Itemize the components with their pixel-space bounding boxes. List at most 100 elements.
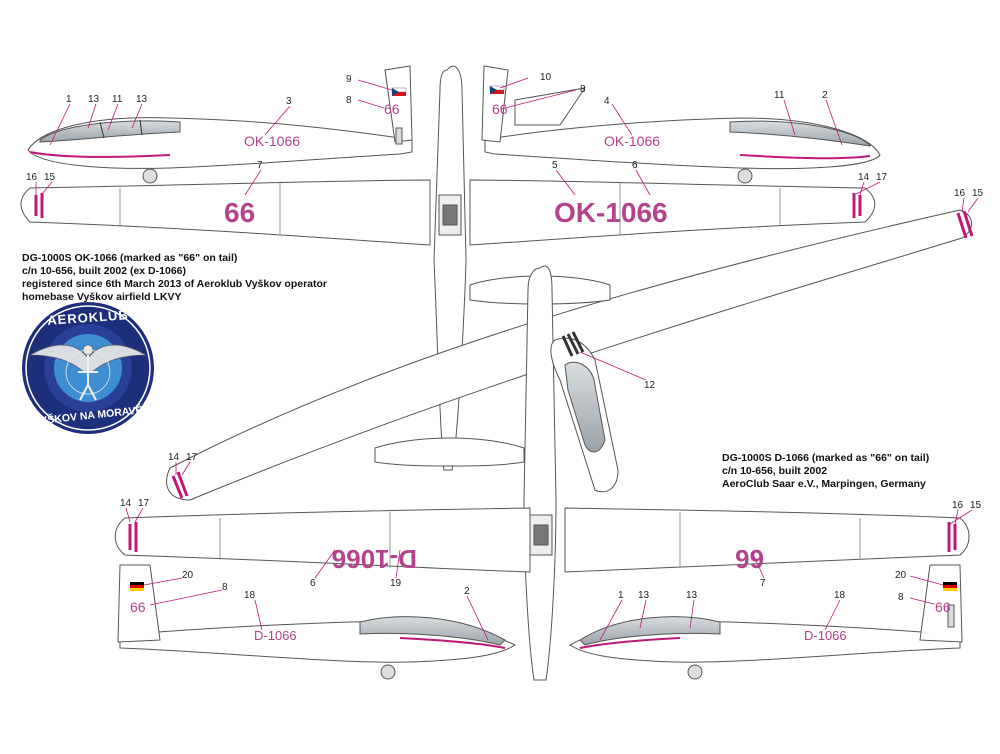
callout-18: 18 <box>834 590 846 601</box>
right-wing <box>469 179 876 246</box>
callout-4: 4 <box>604 96 610 107</box>
canopy <box>39 120 181 143</box>
stabilizer <box>514 87 587 126</box>
side-view-bottom-left <box>117 564 517 680</box>
callout-11: 11 <box>112 94 123 105</box>
tail-code-top-left: 66 <box>384 101 400 117</box>
leader-lines <box>35 77 979 641</box>
callout-7: 7 <box>257 160 263 171</box>
callout-15: 15 <box>44 172 56 183</box>
callout-20: 20 <box>895 570 907 581</box>
wing-reg-bottom: D-1066 <box>332 544 417 574</box>
callout-15: 15 <box>970 500 982 511</box>
german-flag <box>943 582 957 591</box>
fuselage <box>484 117 881 170</box>
callout-1: 1 <box>66 94 72 105</box>
fuselage-stripe <box>739 154 871 160</box>
callout-16: 16 <box>26 172 38 183</box>
aeroklub-logo <box>22 302 154 434</box>
lower-wing <box>114 507 970 573</box>
callout-13: 13 <box>638 590 650 601</box>
callout-9: 9 <box>346 74 352 85</box>
callout-8: 8 <box>580 84 586 95</box>
callout-numbers: 1 13 11 13 3 9 8 10 8 4 11 2 7 5 6 16 15… <box>26 72 984 603</box>
fuselage-stripe <box>399 637 506 649</box>
callout-20: 20 <box>182 570 194 581</box>
info-top-line3: registered since 6th March 2013 of Aerok… <box>22 278 327 290</box>
fuselage-upper <box>433 65 467 471</box>
upper-wing <box>20 179 876 246</box>
bottom-view-fuselage <box>523 265 557 681</box>
fin <box>384 65 413 143</box>
fuselage-reg-top-left: OK-1066 <box>244 133 300 149</box>
callout-16: 16 <box>954 188 966 199</box>
right-wing <box>564 507 970 573</box>
callout-8: 8 <box>898 592 904 603</box>
callout-17: 17 <box>186 452 198 463</box>
callout-13: 13 <box>136 94 148 105</box>
callout-18: 18 <box>244 590 256 601</box>
callout-13: 13 <box>88 94 100 105</box>
fuselage-reg-top-right: OK-1066 <box>604 133 660 149</box>
callout-6: 6 <box>310 578 316 589</box>
callout-8: 8 <box>346 95 352 106</box>
lower-tailplane <box>374 437 525 467</box>
callout-19: 19 <box>390 578 402 589</box>
main-wheel <box>380 664 396 680</box>
callout-15: 15 <box>972 188 984 199</box>
tail-code-bottom-left: 66 <box>130 599 146 615</box>
callout-7: 7 <box>760 578 766 589</box>
info-bottom-line2: c/n 10-656, built 2002 <box>722 465 828 477</box>
callout-14: 14 <box>858 172 870 183</box>
fuselage-reg-bottom-left: D-1066 <box>254 628 297 643</box>
german-flag <box>130 582 144 591</box>
fuselage-reg-bottom-right: D-1066 <box>804 628 847 643</box>
tail-code-bottom-right: 66 <box>935 599 951 615</box>
callout-3: 3 <box>286 96 292 107</box>
left-wing <box>114 507 531 573</box>
wing-reg-top: OK-1066 <box>554 197 668 228</box>
callout-1: 1 <box>618 590 624 601</box>
info-top-line4: homebase Vyškov airfield LKVY <box>22 291 182 303</box>
callout-17: 17 <box>876 172 888 183</box>
info-block-top: DG-1000S OK-1066 (marked as "66" on tail… <box>22 252 327 304</box>
info-block-bottom: DG-1000S D-1066 (marked as "66" on tail)… <box>722 452 929 491</box>
top-view-fuselage <box>433 65 467 471</box>
fin <box>481 65 509 143</box>
callout-13: 13 <box>686 590 698 601</box>
left-wing <box>20 179 431 246</box>
side-view-top-left <box>27 65 413 184</box>
canopy <box>729 120 871 147</box>
canopy-detail <box>550 331 619 493</box>
callout-14: 14 <box>120 498 132 509</box>
callout-16: 16 <box>952 500 964 511</box>
czech-flag <box>391 87 407 96</box>
czech-flag <box>489 85 505 94</box>
main-wheel <box>737 168 753 184</box>
callout-12: 12 <box>644 380 656 391</box>
side-view-bottom-right <box>569 564 963 680</box>
callout-6: 6 <box>632 160 638 171</box>
info-bottom-line3: AeroClub Saar e.V., Marpingen, Germany <box>722 478 926 490</box>
callout-2: 2 <box>464 586 470 597</box>
fuselage-stripe <box>579 637 681 649</box>
callout-8: 8 <box>222 582 228 593</box>
canopy-frame <box>99 119 143 139</box>
info-top-line1: DG-1000S OK-1066 (marked as "66" on tail… <box>22 252 238 264</box>
callout-17: 17 <box>138 498 150 509</box>
main-wheel <box>142 168 158 184</box>
callout-14: 14 <box>168 452 180 463</box>
callout-2: 2 <box>822 90 828 101</box>
fuselage-stripe <box>29 151 171 158</box>
callout-5: 5 <box>552 160 558 171</box>
callout-11: 11 <box>774 90 785 101</box>
wing-code-top: 66 <box>224 197 255 228</box>
callout-10: 10 <box>540 72 552 83</box>
canopy <box>359 616 506 646</box>
info-top-line2: c/n 10-656, built 2002 (ex D-1066) <box>22 265 186 277</box>
canopy <box>579 616 721 646</box>
tail-code-top-right: 66 <box>492 101 508 117</box>
wing-code-bottom: 66 <box>735 544 764 574</box>
